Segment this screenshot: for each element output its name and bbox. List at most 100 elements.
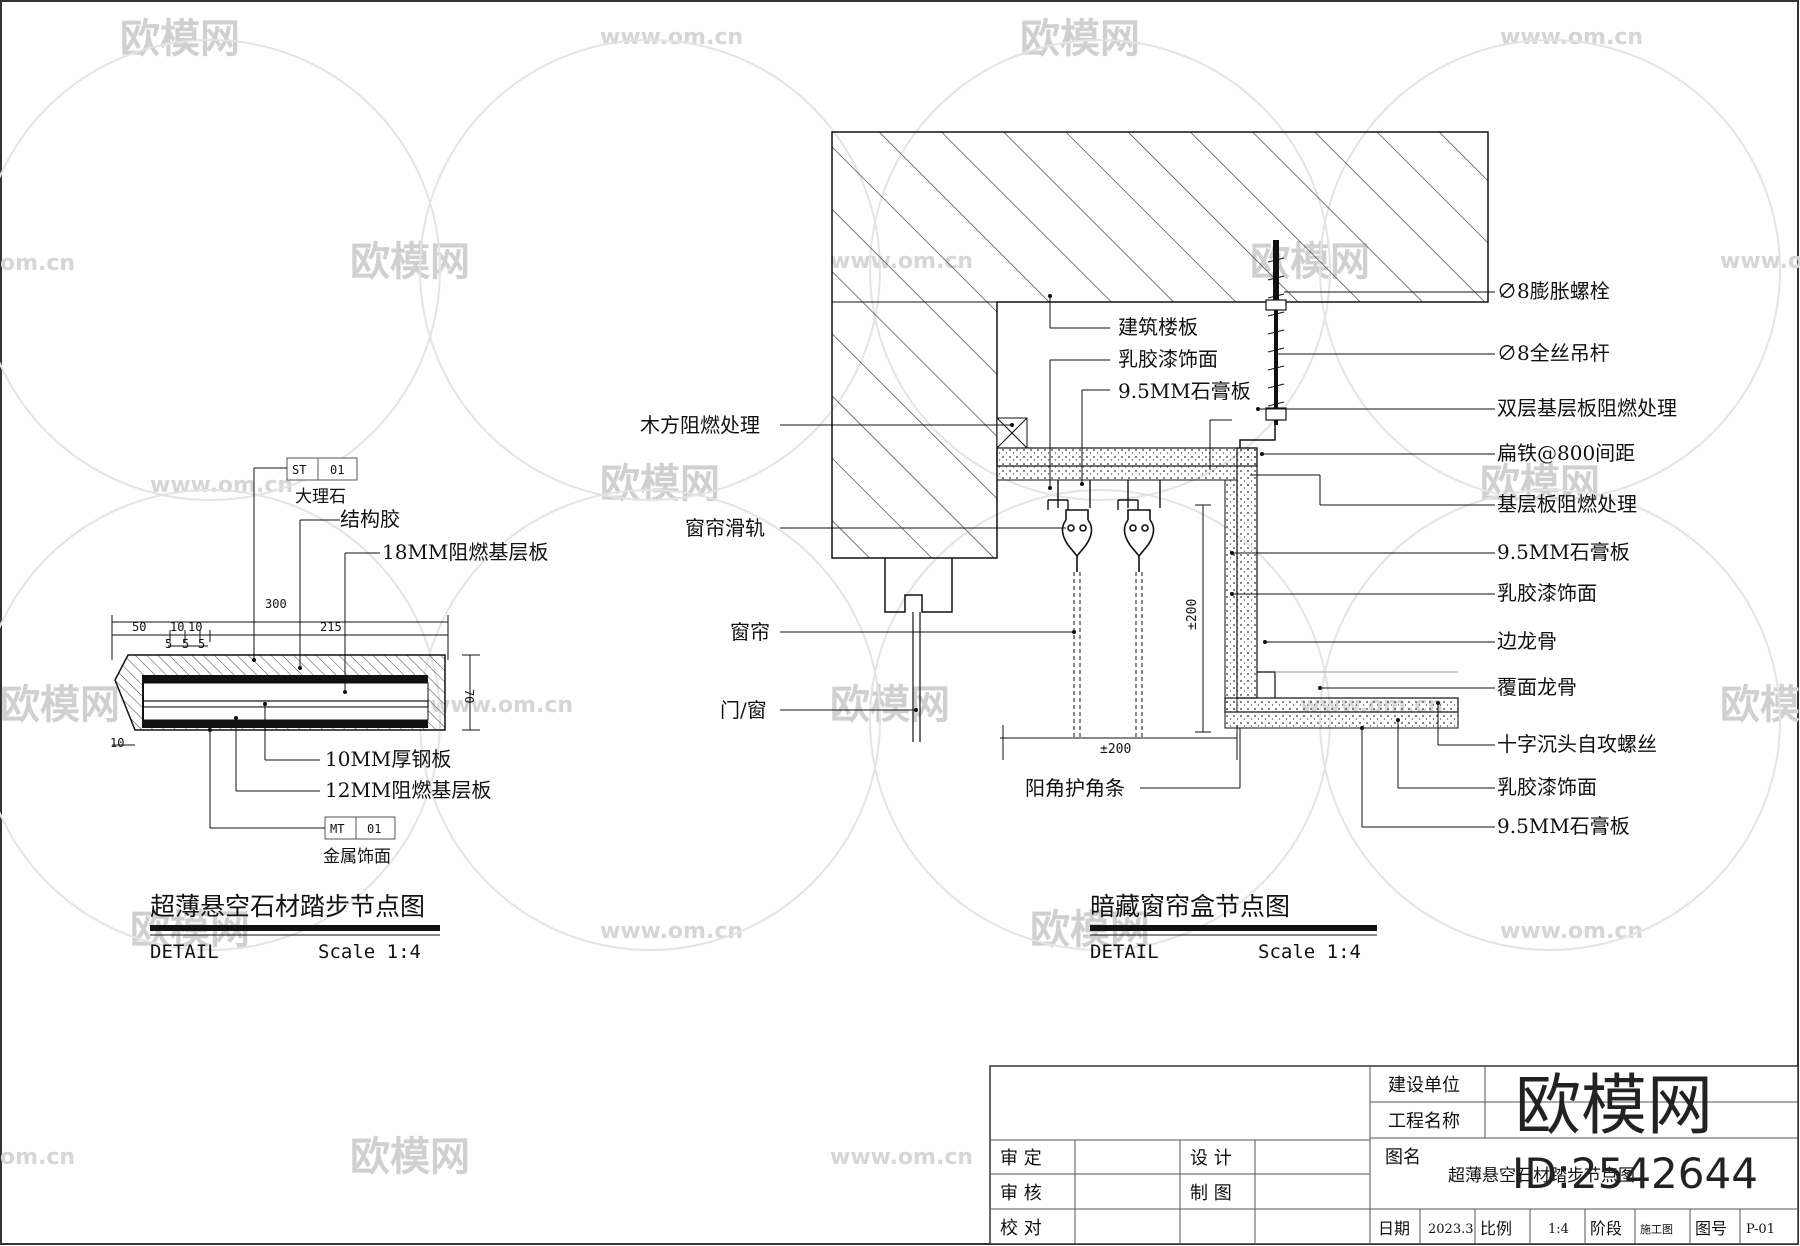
tb-project-label: 工程名称	[1388, 1111, 1460, 1132]
watermark-url: www.om.cn	[430, 693, 573, 718]
label-curtain: 窗帘	[730, 620, 770, 644]
tag-metal-name: 金属饰面	[323, 847, 391, 867]
label-expansion-bolt: ∅8膨胀螺栓	[1497, 279, 1610, 303]
watermark-url: www.om.cn	[830, 1145, 973, 1170]
expansion-bolt-nut	[1265, 299, 1287, 311]
watermark-brand: 欧模网	[1720, 682, 1800, 728]
dim-10b: 10	[188, 620, 202, 634]
label-cover-keel: 覆面龙骨	[1497, 675, 1577, 699]
label-12mm-board: 12MM阻燃基层板	[325, 778, 491, 802]
dim-horizontal: ±200	[1100, 742, 1131, 757]
tb-client-label: 建设单位	[1388, 1075, 1460, 1096]
board-12mm	[142, 706, 429, 721]
dim-5b: 5	[182, 637, 189, 651]
label-latex-bottom: 乳胶漆饰面	[1497, 775, 1597, 799]
tag-marble-name: 大理石	[295, 487, 346, 507]
label-structural-glue: 结构胶	[340, 507, 400, 531]
tag-marble	[286, 457, 358, 481]
tb-scale-label: 比例	[1480, 1219, 1512, 1238]
window-frame	[884, 558, 953, 613]
watermark-brand: 欧模网	[830, 682, 950, 728]
tag-metal-code2: 01	[367, 822, 381, 836]
tb-number-label: 图号	[1695, 1219, 1727, 1238]
tb-approve: 审 定	[1000, 1148, 1042, 1169]
tb-review: 审 核	[1000, 1183, 1042, 1204]
tb-scale: 1:4	[1548, 1222, 1569, 1237]
dim-5c: 5	[198, 637, 205, 651]
label-double-board: 双层基层板阻燃处理	[1497, 396, 1677, 420]
label-18mm-board: 18MM阻燃基层板	[382, 540, 548, 564]
tag-metal-code1: MT	[330, 822, 344, 836]
watermark-brand: 欧模网	[1020, 16, 1140, 62]
watermark-brand: 欧模网	[0, 682, 120, 728]
label-base-board: 基层板阻燃处理	[1497, 492, 1637, 516]
curtain-rail	[1061, 509, 1155, 572]
core-black-bottom	[143, 720, 428, 728]
label-wood-block: 木方阻燃处理	[640, 413, 760, 437]
watermark-brand: 欧模网	[350, 1134, 470, 1180]
hanger-nut	[1265, 407, 1287, 421]
curtain-detail-label: DETAIL	[1090, 941, 1159, 963]
tb-draft: 制 图	[1190, 1183, 1232, 1204]
ceiling-gypsum	[1224, 697, 1459, 713]
brand-stamp-id: ID:2542644	[1512, 1149, 1758, 1198]
curtain-detail: ±200 ±200 建筑楼板 乳胶漆饰面 9.5MM石膏板	[640, 131, 1677, 963]
tb-stage: 施工图	[1640, 1223, 1673, 1236]
label-10mm-steel: 10MM厚钢板	[325, 747, 451, 771]
label-curtain-rail: 窗帘滑轨	[685, 516, 765, 540]
tb-drawing-label: 图名	[1385, 1147, 1421, 1168]
curtain-title: 暗藏窗帘盒节点图	[1090, 892, 1290, 921]
dim-300: 300	[265, 597, 287, 611]
watermark-url: www.om.cn	[600, 25, 743, 50]
pocket-top-board	[996, 447, 1258, 467]
label-screw: 十字沉头自攻螺丝	[1497, 732, 1657, 756]
tb-date-label: 日期	[1378, 1219, 1410, 1238]
tag-marble-code2: 01	[330, 463, 344, 477]
pocket-side-gypsum	[1224, 479, 1238, 713]
brand-stamp-name: 欧模网	[1515, 1067, 1713, 1144]
watermark-brand: 欧模网	[350, 239, 470, 285]
pocket-side-board	[1236, 447, 1258, 699]
tb-date: 2023.3	[1428, 1222, 1474, 1237]
label-gypsum-right: 9.5MM石膏板	[1497, 540, 1630, 564]
label-hanger-rod: ∅8全丝吊杆	[1497, 341, 1610, 365]
watermark-url: www.om.cn	[1720, 249, 1800, 274]
ceiling-finish	[1224, 711, 1459, 729]
tb-design: 设 计	[1190, 1148, 1232, 1169]
watermark-url: www.om.cn	[1500, 919, 1643, 944]
label-edge-keel: 边龙骨	[1497, 629, 1557, 653]
label-corner-guard: 阳角护角条	[1025, 776, 1125, 800]
dim-vertical: ±200	[1185, 599, 1200, 630]
tb-check: 校 对	[1000, 1218, 1042, 1239]
tb-number: P-01	[1746, 1222, 1775, 1237]
dim-5a: 5	[165, 637, 172, 651]
tag-marble-code1: ST	[292, 463, 306, 477]
label-door-window: 门/窗	[720, 698, 767, 722]
dim-50: 50	[132, 620, 146, 634]
stair-title: 超薄悬空石材踏步节点图	[150, 892, 425, 921]
title-block: 审 定 审 核 校 对 设 计 制 图 建设单位 工程名称 图名 超薄悬空石材踏…	[989, 1065, 1799, 1245]
label-latex-right: 乳胶漆饰面	[1497, 581, 1597, 605]
label-gypsum-bottom: 9.5MM石膏板	[1497, 814, 1630, 838]
label-latex-paint-top: 乳胶漆饰面	[1118, 347, 1218, 371]
dim-215: 215	[320, 620, 342, 634]
watermark-url: www.om.cn	[600, 919, 743, 944]
dim-70: 70	[462, 689, 476, 703]
brand-stamp: 欧模网 ID:2542644	[1512, 1067, 1758, 1198]
curtain-scale: Scale 1:4	[1258, 941, 1361, 963]
core-black-top	[143, 675, 428, 683]
curtain-fabric	[1073, 572, 1143, 740]
dim-10: 10	[110, 736, 124, 750]
label-flat-iron: 扁铁@800间距	[1497, 441, 1635, 465]
label-building-slab: 建筑楼板	[1118, 315, 1198, 339]
pocket-top-gypsum	[996, 465, 1238, 481]
watermark-url: om.cn	[0, 1145, 75, 1170]
watermark-url: om.cn	[0, 251, 75, 276]
tag-metal	[324, 816, 396, 840]
tb-drawing-name: 超薄悬空石材踏步节点图	[1448, 1166, 1635, 1186]
watermark-brand: 欧模网	[120, 16, 240, 62]
dim-10a: 10	[170, 620, 184, 634]
tb-stage-label: 阶段	[1590, 1219, 1622, 1238]
label-gypsum-top: 9.5MM石膏板	[1118, 379, 1251, 403]
